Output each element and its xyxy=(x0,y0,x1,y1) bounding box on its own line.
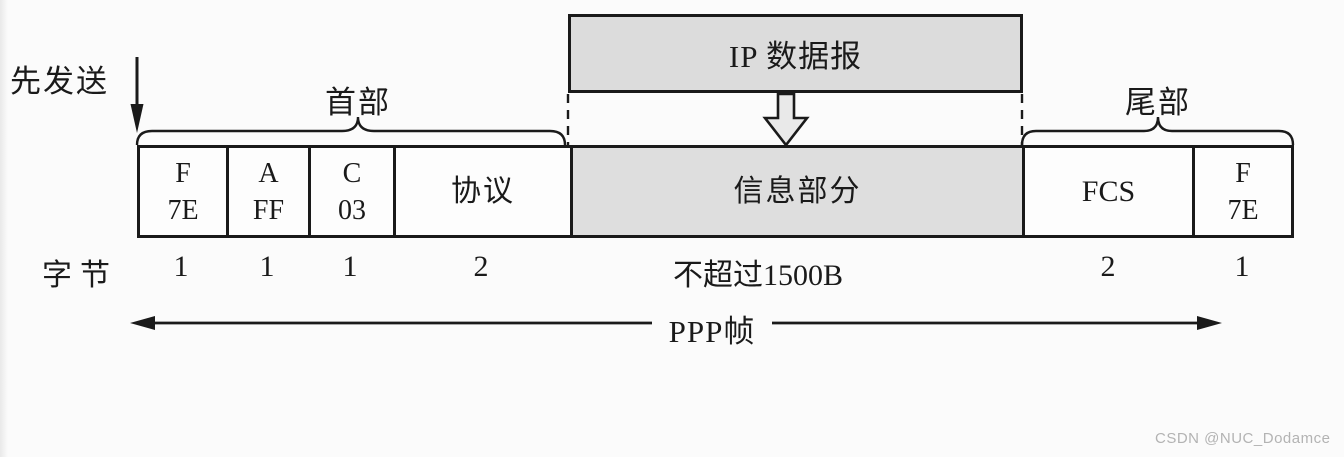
send-first-arrow-icon xyxy=(130,57,144,133)
trailer-brace-icon xyxy=(1020,116,1295,146)
ppp-span-arrow-icon xyxy=(130,316,1222,330)
watermark-text: CSDN @NUC_Dodamce xyxy=(1155,430,1331,447)
bytes-protocol: 2 xyxy=(473,250,489,283)
bytes-flag-end: 1 xyxy=(1234,250,1250,283)
field-control-line1: C xyxy=(342,157,362,189)
field-control-line2: 03 xyxy=(338,194,366,226)
down-block-arrow-icon xyxy=(762,92,810,148)
bytes-information: 不超过1500B xyxy=(672,259,844,292)
trailer-label: 尾部 xyxy=(1125,85,1191,120)
bytes-flag-start: 1 xyxy=(173,250,189,283)
field-information: 信息部分 xyxy=(573,148,1025,235)
send-first-label: 先发送 xyxy=(10,64,109,99)
ip-datagram-label: IP 数据报 xyxy=(728,39,863,74)
field-flag-start: F 7E xyxy=(140,148,229,235)
field-protocol: 协议 xyxy=(396,148,573,235)
bytes-fcs: 2 xyxy=(1100,250,1116,283)
field-flag-end-line2: 7E xyxy=(1227,194,1259,226)
field-information-label: 信息部分 xyxy=(733,175,862,208)
field-flag-start-line1: F xyxy=(175,157,191,189)
field-flag-end: F 7E xyxy=(1195,148,1291,235)
field-address-line2: FF xyxy=(252,194,285,226)
field-address-line1: A xyxy=(258,157,279,189)
ppp-frame-row: F 7E A FF C 03 协议 信息部分 FCS F 7E xyxy=(137,145,1294,238)
ip-datagram-box: IP 数据报 xyxy=(568,14,1023,93)
field-flag-end-line1: F xyxy=(1235,157,1251,189)
left-edge-shading xyxy=(0,0,8,457)
header-label: 首部 xyxy=(325,85,391,120)
bytes-control: 1 xyxy=(342,250,358,283)
bytes-address: 1 xyxy=(259,250,275,283)
field-fcs-label: FCS xyxy=(1081,175,1136,208)
field-fcs: FCS xyxy=(1025,148,1195,235)
bytes-unit-label: 字节 xyxy=(42,259,118,292)
header-brace-icon xyxy=(135,116,567,146)
field-address: A FF xyxy=(229,148,311,235)
field-flag-start-line2: 7E xyxy=(167,194,199,226)
field-control: C 03 xyxy=(311,148,396,235)
field-protocol-label: 协议 xyxy=(451,175,515,208)
ppp-frame-label: PPP帧 xyxy=(668,314,756,349)
